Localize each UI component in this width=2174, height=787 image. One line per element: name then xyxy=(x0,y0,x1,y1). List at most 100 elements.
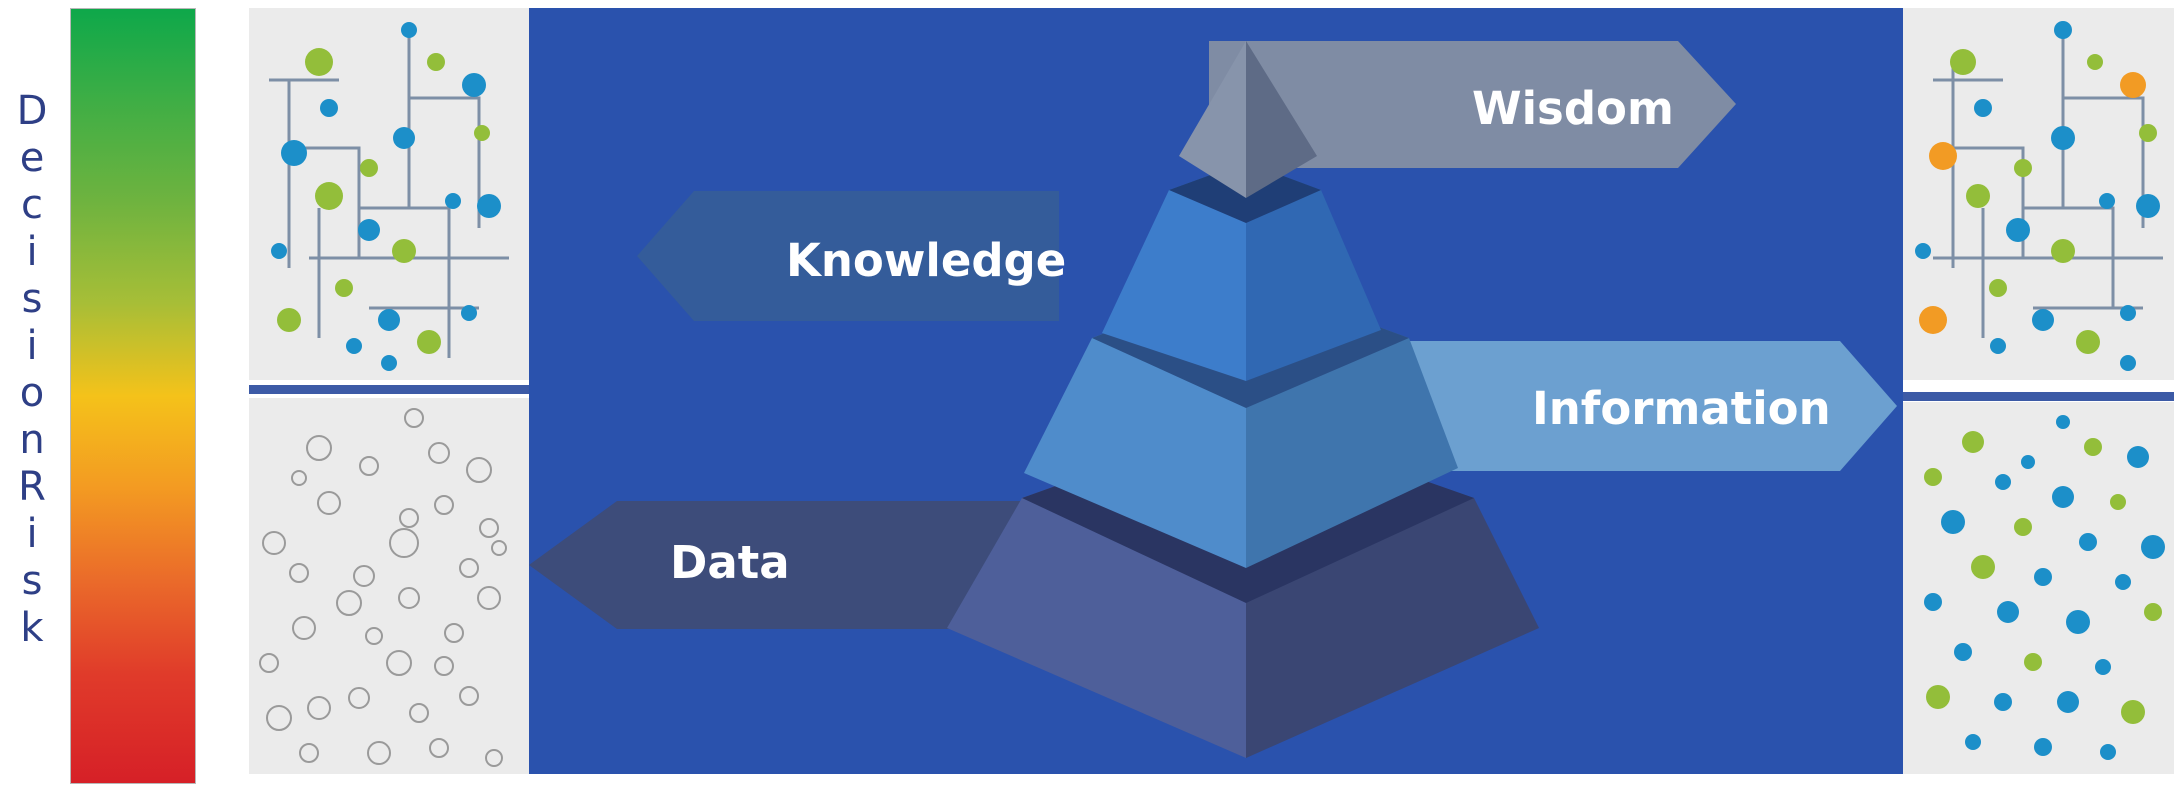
scatter-circle-icon xyxy=(307,696,331,720)
scatter-circle-icon xyxy=(459,686,479,706)
scatter-circle-icon xyxy=(292,616,316,640)
scatter-dot-icon xyxy=(2034,738,2052,756)
scatter-circle-icon xyxy=(386,650,412,676)
knowledge-label: Knowledge xyxy=(786,234,1066,287)
scatter-circle-icon xyxy=(317,491,341,515)
scatter-dot-icon xyxy=(2057,691,2079,713)
scatter-circle-icon xyxy=(444,623,464,643)
risk-label-letter: i xyxy=(26,229,38,275)
scatter-dot-icon xyxy=(1941,510,1965,534)
scattered-dots-graphic xyxy=(1924,415,2165,760)
separator-right xyxy=(1903,392,2174,401)
risk-label-letter: i xyxy=(26,323,38,369)
scatter-circle-icon xyxy=(348,687,370,709)
scatter-circle-icon xyxy=(398,587,420,609)
scatter-circle-icon xyxy=(479,518,499,538)
pyramid-tier-knowledge-left xyxy=(1102,162,1246,381)
scatter-circle-icon xyxy=(491,540,507,556)
scatter-circle-icon xyxy=(336,590,362,616)
knowledge-arrow xyxy=(637,191,1059,321)
scatter-dot-icon xyxy=(1926,685,1950,709)
wisdom-arrow xyxy=(1209,41,1736,168)
network-graph-right xyxy=(1915,21,2163,371)
scatter-dot-icon xyxy=(2115,574,2131,590)
scatter-circle-icon xyxy=(434,656,454,676)
scatter-dot-icon xyxy=(1965,734,1981,750)
scatter-dot-icon xyxy=(1924,593,1942,611)
pyramid-tier-knowledge-right xyxy=(1246,162,1381,381)
risk-label-letter: o xyxy=(19,370,45,416)
scatter-circle-icon xyxy=(459,558,479,578)
scatter-dot-icon xyxy=(1997,601,2019,623)
scattered-circles-illustration-left xyxy=(249,398,529,774)
scatter-dot-icon xyxy=(2079,533,2097,551)
scatter-dot-icon xyxy=(2014,518,2032,536)
scatter-circle-icon xyxy=(259,653,279,673)
scatter-dot-icon xyxy=(1954,643,1972,661)
scatter-circle-icon xyxy=(428,442,450,464)
scatter-circle-icon xyxy=(299,743,319,763)
scatter-dot-icon xyxy=(2084,438,2102,456)
wisdom-label: Wisdom xyxy=(1472,82,1674,135)
pyramid-tier-wisdom-right xyxy=(1246,41,1317,198)
dikw-pyramid-graphic: Wisdom Knowledge Information Data xyxy=(529,41,1897,758)
decision-risk-gradient-bar xyxy=(70,8,196,784)
dikw-pyramid-diagram: Wisdom Knowledge Information Data xyxy=(529,8,1903,774)
scatter-circle-icon xyxy=(389,528,419,558)
scatter-circle-icon xyxy=(289,563,309,583)
scatter-dot-icon xyxy=(1994,693,2012,711)
scatter-dot-icon xyxy=(2066,610,2090,634)
scatter-circle-icon xyxy=(266,705,292,731)
scattered-dots-illustration-right xyxy=(1903,402,2174,774)
scatter-circle-icon xyxy=(365,627,383,645)
scatter-circle-icon xyxy=(306,435,332,461)
risk-label-letter: c xyxy=(21,182,43,228)
information-label: Information xyxy=(1532,382,1831,435)
risk-label-letter: R xyxy=(18,464,46,510)
scatter-dot-icon xyxy=(1971,555,1995,579)
separator-left xyxy=(249,385,529,394)
scatter-dot-icon xyxy=(1924,468,1942,486)
risk-label-letter: s xyxy=(21,276,43,322)
scatter-circle-icon xyxy=(353,565,375,587)
network-graph-left xyxy=(269,22,509,371)
scatter-dot-icon xyxy=(2034,568,2052,586)
scatter-dot-icon xyxy=(2100,744,2116,760)
scatter-circle-icon xyxy=(367,741,391,765)
scatter-dot-icon xyxy=(2144,603,2162,621)
scatter-dot-icon xyxy=(2024,653,2042,671)
scatter-dot-icon xyxy=(1995,474,2011,490)
scatter-circle-icon xyxy=(262,531,286,555)
scatter-dot-icon xyxy=(2056,415,2070,429)
scatter-dot-icon xyxy=(1962,431,1984,453)
pyramid-tier-wisdom-left xyxy=(1179,41,1246,198)
scatter-dot-icon xyxy=(2095,659,2111,675)
scatter-circle-icon xyxy=(399,508,419,528)
risk-label-letter: i xyxy=(26,511,38,557)
scatter-circle-icon xyxy=(434,495,454,515)
network-illustration-right xyxy=(1903,8,2174,380)
scatter-circle-icon xyxy=(291,470,307,486)
scatter-dot-icon xyxy=(2110,494,2126,510)
data-label: Data xyxy=(670,536,790,589)
scatter-dot-icon xyxy=(2021,455,2035,469)
scatter-dot-icon xyxy=(2052,486,2074,508)
scatter-circle-icon xyxy=(466,457,492,483)
information-arrow xyxy=(1379,341,1897,471)
scatter-circle-icon xyxy=(404,408,424,428)
scatter-dot-icon xyxy=(2141,535,2165,559)
risk-label-letter: s xyxy=(21,558,43,604)
risk-label-letter: n xyxy=(19,417,45,463)
risk-label-letter: D xyxy=(16,88,48,134)
scatter-circle-icon xyxy=(359,456,379,476)
scatter-circle-icon xyxy=(477,586,501,610)
network-illustration-left xyxy=(249,8,529,380)
risk-label-letter: k xyxy=(20,605,44,651)
scatter-circle-icon xyxy=(409,703,429,723)
scatter-circle-icon xyxy=(485,749,503,767)
scatter-circle-icon xyxy=(429,738,449,758)
scatter-dot-icon xyxy=(2121,700,2145,724)
data-arrow xyxy=(529,501,1049,629)
scattered-circles-graphic xyxy=(259,408,507,767)
